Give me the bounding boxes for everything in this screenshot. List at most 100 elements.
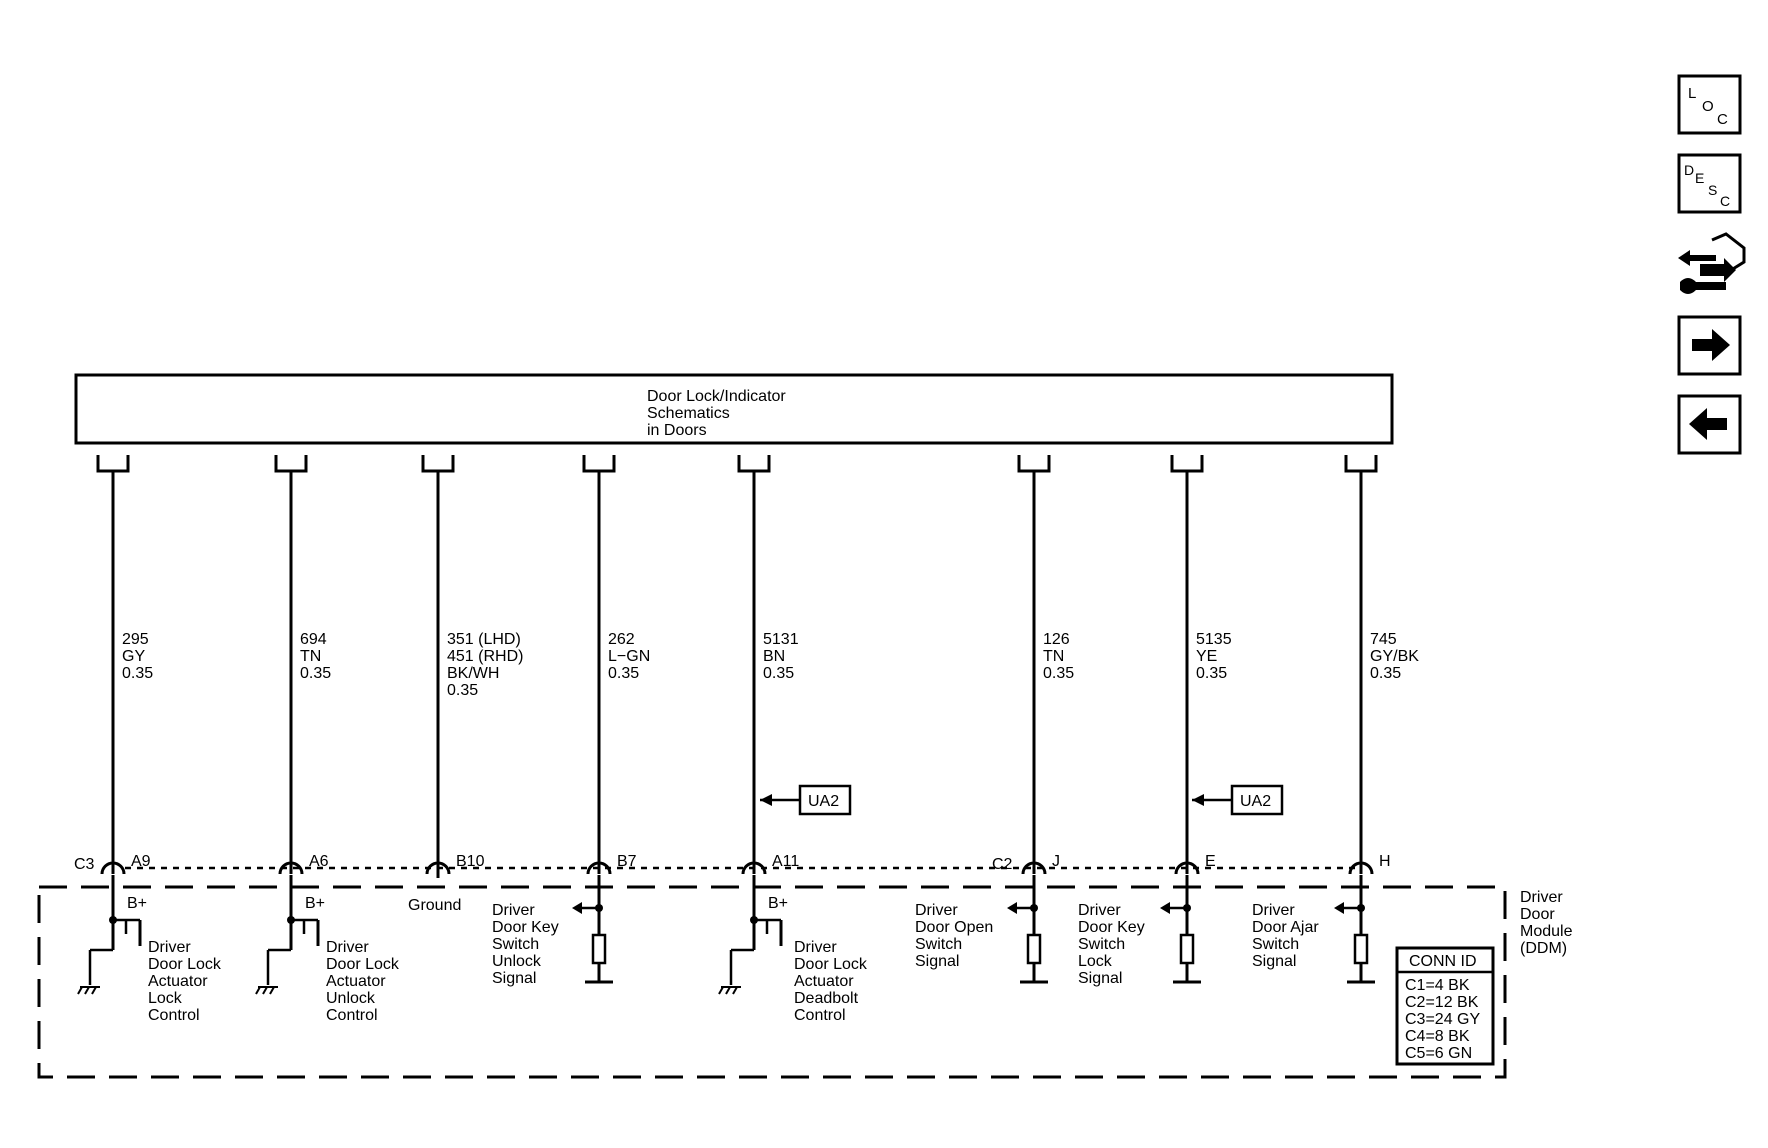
pin-label: A11 <box>772 853 799 870</box>
pin-label: A9 <box>131 853 151 870</box>
module-label-line-1: Driver <box>1520 889 1563 906</box>
key-switch-lock-circuit: Driver Door Key Switch Lock Signal <box>1078 875 1201 987</box>
ground-label: Ground <box>408 897 461 914</box>
open-switch-line-3: Switch <box>915 936 962 953</box>
b-plus-label-1: B+ <box>127 895 147 912</box>
b-plus-label-2: B+ <box>305 895 325 912</box>
ajar-switch-line-3: Switch <box>1252 936 1299 953</box>
lock-control-line-5: Control <box>148 1007 200 1024</box>
header-terminal <box>582 455 616 473</box>
header-terminal <box>1170 455 1204 473</box>
actuator-lock-control-circuit: B+ Driver Door Lock Actuator Lock Contro… <box>77 875 222 1024</box>
lock-control-line-4: Lock <box>148 990 183 1007</box>
connector-wrench-button[interactable] <box>1678 232 1746 294</box>
unlock-control-line-3: Actuator <box>326 973 386 990</box>
previous-button[interactable] <box>1677 394 1742 455</box>
pin-label: A6 <box>309 853 329 870</box>
svg-text:D: D <box>1684 162 1694 178</box>
wire-label: 0.35 <box>1370 665 1401 682</box>
key-lock-line-5: Signal <box>1078 970 1122 987</box>
next-button[interactable] <box>1677 315 1742 376</box>
wire-label: 295 <box>122 631 149 648</box>
deadbolt-control-line-4: Deadbolt <box>794 990 859 1007</box>
wire-label: 126 <box>1043 631 1070 648</box>
open-switch-line-2: Door Open <box>915 919 993 936</box>
connector-label-c3: C3 <box>74 856 95 873</box>
conn-id-title: CONN ID <box>1409 953 1477 970</box>
unlock-control-line-1: Driver <box>326 939 369 956</box>
header-line-2: Schematics <box>647 405 730 422</box>
conn-id-row-4: C4=8 BK <box>1405 1028 1470 1045</box>
open-switch-line-1: Driver <box>915 902 958 919</box>
wire-label: BN <box>763 648 785 665</box>
svg-text:C: C <box>1717 111 1728 128</box>
desc-icon: D E S C <box>1684 162 1730 209</box>
pin-label: B7 <box>617 853 637 870</box>
wire-label: 5135 <box>1196 631 1232 648</box>
wire-label: 0.35 <box>122 665 153 682</box>
header-terminal <box>96 455 130 473</box>
ddm-module-boundary <box>37 885 1507 1079</box>
pin-label: E <box>1205 853 1216 870</box>
wire-label: 745 <box>1370 631 1397 648</box>
header-terminal <box>1344 455 1378 473</box>
svg-text:C: C <box>1720 193 1730 209</box>
loc-button[interactable]: L O C <box>1677 74 1742 135</box>
conn-id-row-1: C1=4 BK <box>1405 977 1470 994</box>
key-lock-line-4: Lock <box>1078 953 1113 970</box>
open-switch-line-4: Signal <box>915 953 959 970</box>
deadbolt-control-line-1: Driver <box>794 939 837 956</box>
ground-circuit: Ground <box>408 897 461 914</box>
lock-control-line-1: Driver <box>148 939 191 956</box>
arrow-right-icon <box>1692 329 1730 361</box>
wire-label: 351 (LHD) <box>447 631 521 648</box>
door-open-switch-circuit: Driver Door Open Switch Signal <box>915 875 1048 984</box>
header-box: Door Lock/Indicator Schematics in Doors <box>74 373 1394 445</box>
b-plus-label-3: B+ <box>768 895 788 912</box>
arrow-left-icon <box>1689 408 1727 440</box>
svg-text:L: L <box>1688 85 1696 102</box>
key-unlock-line-1: Driver <box>492 902 535 919</box>
wire-label: BK/WH <box>447 665 499 682</box>
ua2-label-1: UA2 <box>808 793 839 810</box>
module-label-line-3: Module <box>1520 923 1573 940</box>
svg-text:E: E <box>1695 170 1704 186</box>
key-lock-line-1: Driver <box>1078 902 1121 919</box>
key-unlock-line-5: Signal <box>492 970 536 987</box>
door-ajar-switch-circuit: Driver Door Ajar Switch Signal <box>1252 875 1375 984</box>
deadbolt-control-line-5: Control <box>794 1007 846 1024</box>
key-lock-line-2: Door Key <box>1078 919 1145 936</box>
lock-control-line-3: Actuator <box>148 973 208 990</box>
wire-label: YE <box>1196 648 1217 665</box>
wire-label: 0.35 <box>447 682 478 699</box>
ua2-label-2: UA2 <box>1240 793 1271 810</box>
pin-label: B10 <box>456 853 485 870</box>
key-unlock-line-4: Unlock <box>492 953 542 970</box>
pin-label: H <box>1379 853 1391 870</box>
ajar-switch-line-2: Door Ajar <box>1252 919 1319 936</box>
wire-label: GY/BK <box>1370 648 1419 665</box>
unlock-control-line-2: Door Lock <box>326 956 400 973</box>
lock-control-line-2: Door Lock <box>148 956 222 973</box>
ua2-reference-1[interactable]: UA2 <box>760 784 852 816</box>
ua2-reference-2[interactable]: UA2 <box>1192 784 1284 816</box>
connector-label-c2: C2 <box>992 856 1013 873</box>
desc-button[interactable]: D E S C <box>1677 153 1742 214</box>
module-label: Driver Door Module (DDM) <box>1520 889 1573 957</box>
wire-label: 451 (RHD) <box>447 648 523 665</box>
wire-label: GY <box>122 648 145 665</box>
svg-text:O: O <box>1702 98 1714 115</box>
ajar-switch-line-1: Driver <box>1252 902 1295 919</box>
conn-id-row-5: C5=6 GN <box>1405 1045 1472 1062</box>
conn-id-box: CONN ID C1=4 BK C2=12 BK C3=24 GY C4=8 B… <box>1395 946 1495 1066</box>
ajar-switch-line-4: Signal <box>1252 953 1296 970</box>
wire-label: TN <box>300 648 321 665</box>
